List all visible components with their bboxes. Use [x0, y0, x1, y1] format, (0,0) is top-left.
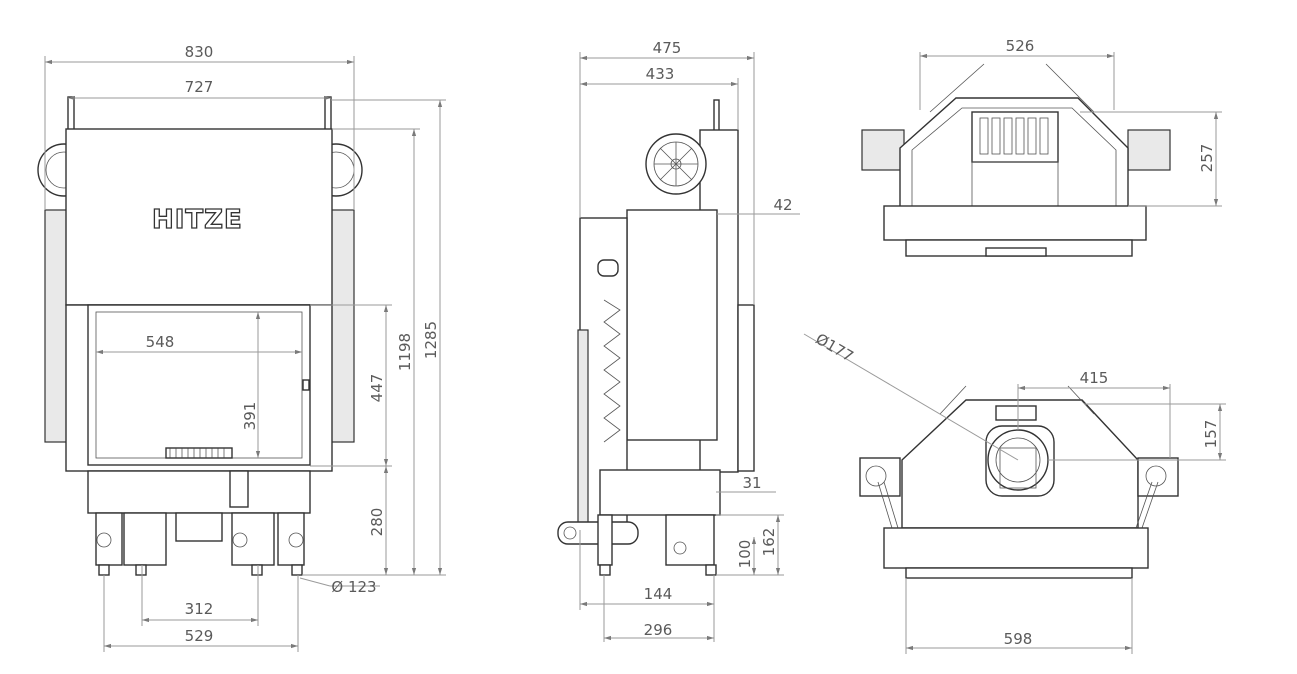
dim-42: 42 — [773, 196, 792, 214]
side-view: 475 433 42 31 144 296 100 162 — [557, 39, 800, 642]
dim-296: 296 — [644, 621, 673, 639]
dim-280: 280 — [368, 508, 386, 537]
dim-526: 526 — [1006, 37, 1035, 55]
dim-144: 144 — [644, 585, 673, 603]
dim-100: 100 — [736, 540, 754, 569]
dim-447: 447 — [368, 374, 386, 403]
dim-31: 31 — [742, 474, 761, 492]
hitze-logo: HITZE — [151, 204, 243, 235]
dim-415: 415 — [1080, 369, 1109, 387]
svg-text:HITZE: HITZE — [152, 205, 243, 235]
front-view: HITZE — [37, 43, 446, 652]
dim-598: 598 — [1004, 630, 1033, 648]
dim-257: 257 — [1198, 144, 1216, 173]
dim-1285: 1285 — [422, 321, 440, 359]
dim-727: 727 — [185, 78, 214, 96]
dim-1198: 1198 — [396, 333, 414, 371]
dim-d177: Ø177 — [812, 330, 856, 366]
dim-d123: Ø 123 — [331, 578, 376, 596]
dim-529: 529 — [185, 627, 214, 645]
bottom-view: Ø177 415 157 598 — [803, 330, 1226, 654]
dim-548: 548 — [146, 333, 175, 351]
dim-162: 162 — [760, 528, 778, 557]
dim-312: 312 — [185, 600, 214, 618]
dim-391: 391 — [241, 402, 259, 431]
dim-475: 475 — [653, 39, 682, 57]
dim-433: 433 — [646, 65, 675, 83]
dim-830: 830 — [185, 43, 214, 61]
dim-157: 157 — [1202, 420, 1220, 449]
top-view: 526 257 — [861, 37, 1222, 257]
